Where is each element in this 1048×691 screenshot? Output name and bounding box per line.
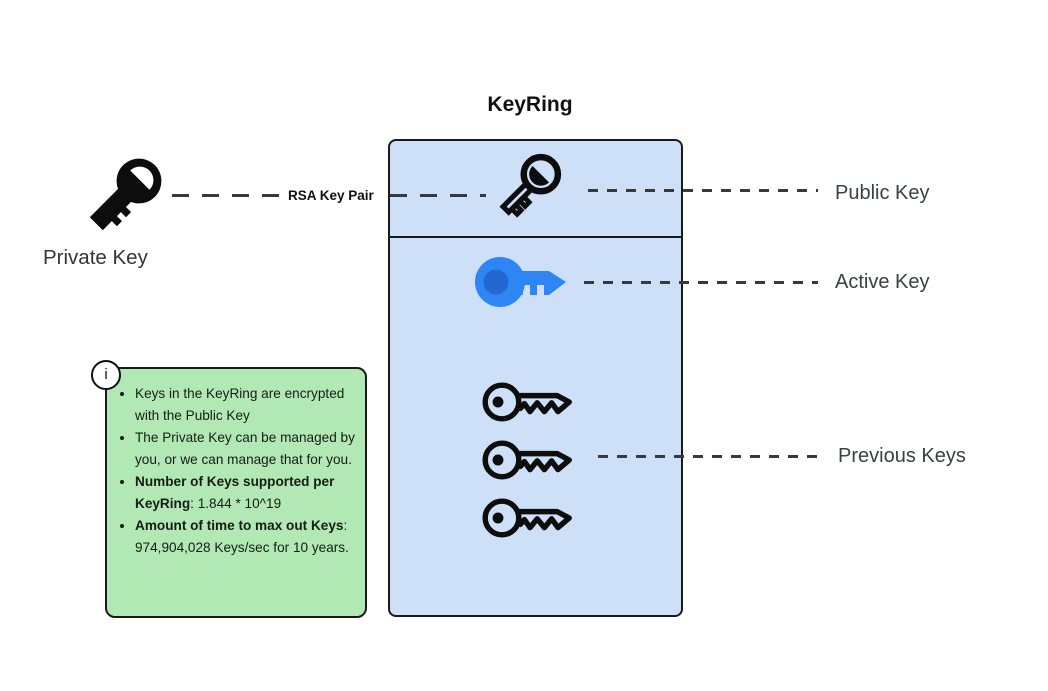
keyring-title: KeyRing [487, 93, 573, 116]
info-list: Keys in the KeyRing are encrypted with t… [107, 369, 365, 569]
info-icon: i [91, 360, 121, 390]
public-key-connector-line [588, 189, 818, 192]
rsa-key-pair-label: RSA Key Pair [288, 188, 374, 203]
keyring-container [388, 139, 683, 617]
rsa-connector-line-inner [390, 194, 486, 197]
active-key-label: Active Key [835, 271, 930, 293]
public-key-icon [487, 146, 569, 233]
keyring-section-divider [388, 236, 683, 238]
public-key-label: Public Key [835, 182, 930, 204]
info-item: Number of Keys supported per KeyRing: 1.… [135, 471, 355, 515]
info-item: The Private Key can be managed by you, o… [135, 427, 355, 471]
active-key-icon [474, 254, 571, 315]
previous-keys-label: Previous Keys [838, 445, 966, 467]
previous-keys-connector-line [598, 455, 822, 458]
info-box: Keys in the KeyRing are encrypted with t… [105, 367, 367, 618]
active-key-connector-line [584, 281, 818, 284]
info-item: Amount of time to max out Keys: 974,904,… [135, 515, 355, 559]
private-key-label: Private Key [43, 246, 148, 269]
rsa-connector-line [172, 194, 286, 197]
previous-key-icon [478, 490, 582, 551]
private-key-icon [76, 148, 172, 249]
previous-key-icon [478, 374, 582, 435]
info-item: Keys in the KeyRing are encrypted with t… [135, 383, 355, 427]
previous-key-icon [478, 432, 582, 493]
